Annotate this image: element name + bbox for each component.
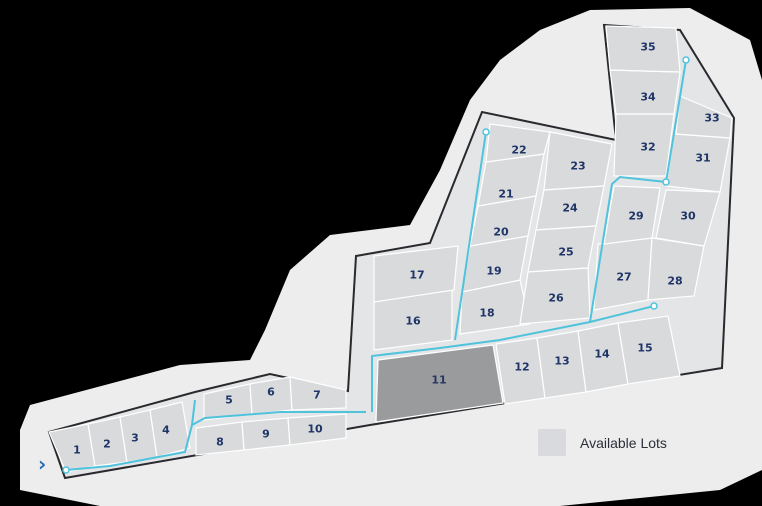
lot-17[interactable]: 17 (373, 245, 459, 303)
lot-6[interactable]: 6 (249, 376, 293, 415)
lot-number-label: 2 (103, 438, 111, 451)
path-west-branch (191, 399, 196, 426)
lot-number-label: 3 (131, 432, 139, 445)
lot-shape[interactable] (485, 123, 551, 163)
lot-number-label: 17 (409, 269, 424, 282)
lot-number-label: 22 (511, 144, 526, 157)
lot-number-label: 33 (704, 112, 719, 125)
lot-number-label: 5 (225, 394, 233, 407)
lot-31[interactable]: 31 (665, 133, 731, 193)
legend-label: Available Lots (580, 434, 667, 451)
lot-25[interactable]: 25 (527, 225, 597, 273)
lot-7[interactable]: 7 (289, 376, 347, 411)
lot-number-label: 19 (486, 265, 501, 278)
lot-30[interactable]: 30 (655, 189, 721, 247)
lot-26[interactable]: 26 (519, 267, 591, 325)
lot-shape[interactable] (617, 315, 681, 385)
path-north (454, 131, 487, 341)
lot-number-label: 35 (640, 41, 655, 54)
lot-number-label: 32 (640, 141, 655, 154)
legend-swatch (538, 429, 566, 456)
lot-33[interactable]: 33 (675, 95, 733, 139)
lot-number-label: 25 (558, 246, 573, 259)
path-nodes (62, 56, 690, 474)
lot-number-label: 10 (307, 423, 323, 436)
path-node (482, 128, 490, 136)
lot-number-label: 16 (405, 315, 421, 328)
lot-number-label: 31 (695, 152, 710, 165)
lot-shape[interactable] (655, 189, 721, 247)
lot-shape[interactable] (149, 401, 191, 458)
lot-shape[interactable] (605, 25, 681, 73)
lot-number-label: 20 (493, 226, 509, 239)
chevron-right-icon: › (38, 452, 47, 476)
lot-24[interactable]: 24 (535, 185, 605, 231)
lot-number-label: 9 (262, 428, 270, 441)
lot-number-label: 27 (616, 271, 631, 284)
path-main (371, 305, 655, 412)
lot-number-label: 6 (267, 386, 275, 399)
lot-shape[interactable] (375, 344, 504, 423)
lot-number-label: 13 (554, 355, 569, 368)
lot-number-label: 14 (594, 348, 610, 361)
lot-shape[interactable] (373, 245, 459, 303)
lot-15[interactable]: 15 (617, 315, 681, 385)
lot-number-label: 11 (431, 374, 446, 387)
lot-number-label: 18 (479, 307, 494, 320)
lot-number-label: 1 (73, 444, 81, 457)
walking-paths (65, 59, 687, 471)
lot-shape[interactable] (603, 185, 661, 245)
lot-shape[interactable] (647, 237, 705, 301)
lot-number-label: 23 (570, 160, 585, 173)
lot-number-label: 26 (548, 292, 564, 305)
lot-29[interactable]: 29 (603, 185, 661, 245)
path-node (662, 178, 670, 186)
path-node (62, 466, 70, 474)
lot-13[interactable]: 13 (536, 330, 587, 399)
lot-number-label: 30 (680, 210, 696, 223)
lot-number-label: 28 (667, 275, 682, 288)
lot-28[interactable]: 28 (647, 237, 705, 301)
path-node (682, 56, 690, 64)
legend: Available Lots (538, 429, 667, 456)
lot-number-label: 12 (514, 361, 529, 374)
path-node (650, 302, 658, 310)
lot-32[interactable]: 32 (613, 113, 675, 177)
lot-34[interactable]: 34 (609, 69, 681, 115)
lot-35[interactable]: 35 (605, 25, 681, 73)
lot-8[interactable]: 8 (195, 421, 245, 456)
lot-shape[interactable] (287, 413, 347, 446)
lot-number-label: 8 (216, 436, 224, 449)
lot-11[interactable]: 11 (375, 344, 504, 423)
lot-number-label: 29 (628, 210, 643, 223)
lot-number-label: 7 (313, 389, 321, 402)
lot-27[interactable]: 27 (593, 237, 653, 311)
lot-10[interactable]: 10 (287, 413, 347, 446)
lot-4[interactable]: 4 (149, 401, 191, 458)
lot-shape[interactable] (675, 95, 733, 139)
lot-number-label: 4 (162, 424, 170, 437)
lot-12[interactable]: 12 (495, 337, 546, 405)
lot-number-label: 21 (498, 188, 513, 201)
lot-22[interactable]: 22 (485, 123, 551, 163)
path-east (589, 59, 687, 323)
lot-number-label: 34 (640, 91, 656, 104)
lot-number-label: 24 (562, 202, 578, 215)
lot-9[interactable]: 9 (241, 417, 291, 451)
lot-number-label: 15 (637, 342, 652, 355)
lot-shape[interactable] (289, 376, 347, 411)
